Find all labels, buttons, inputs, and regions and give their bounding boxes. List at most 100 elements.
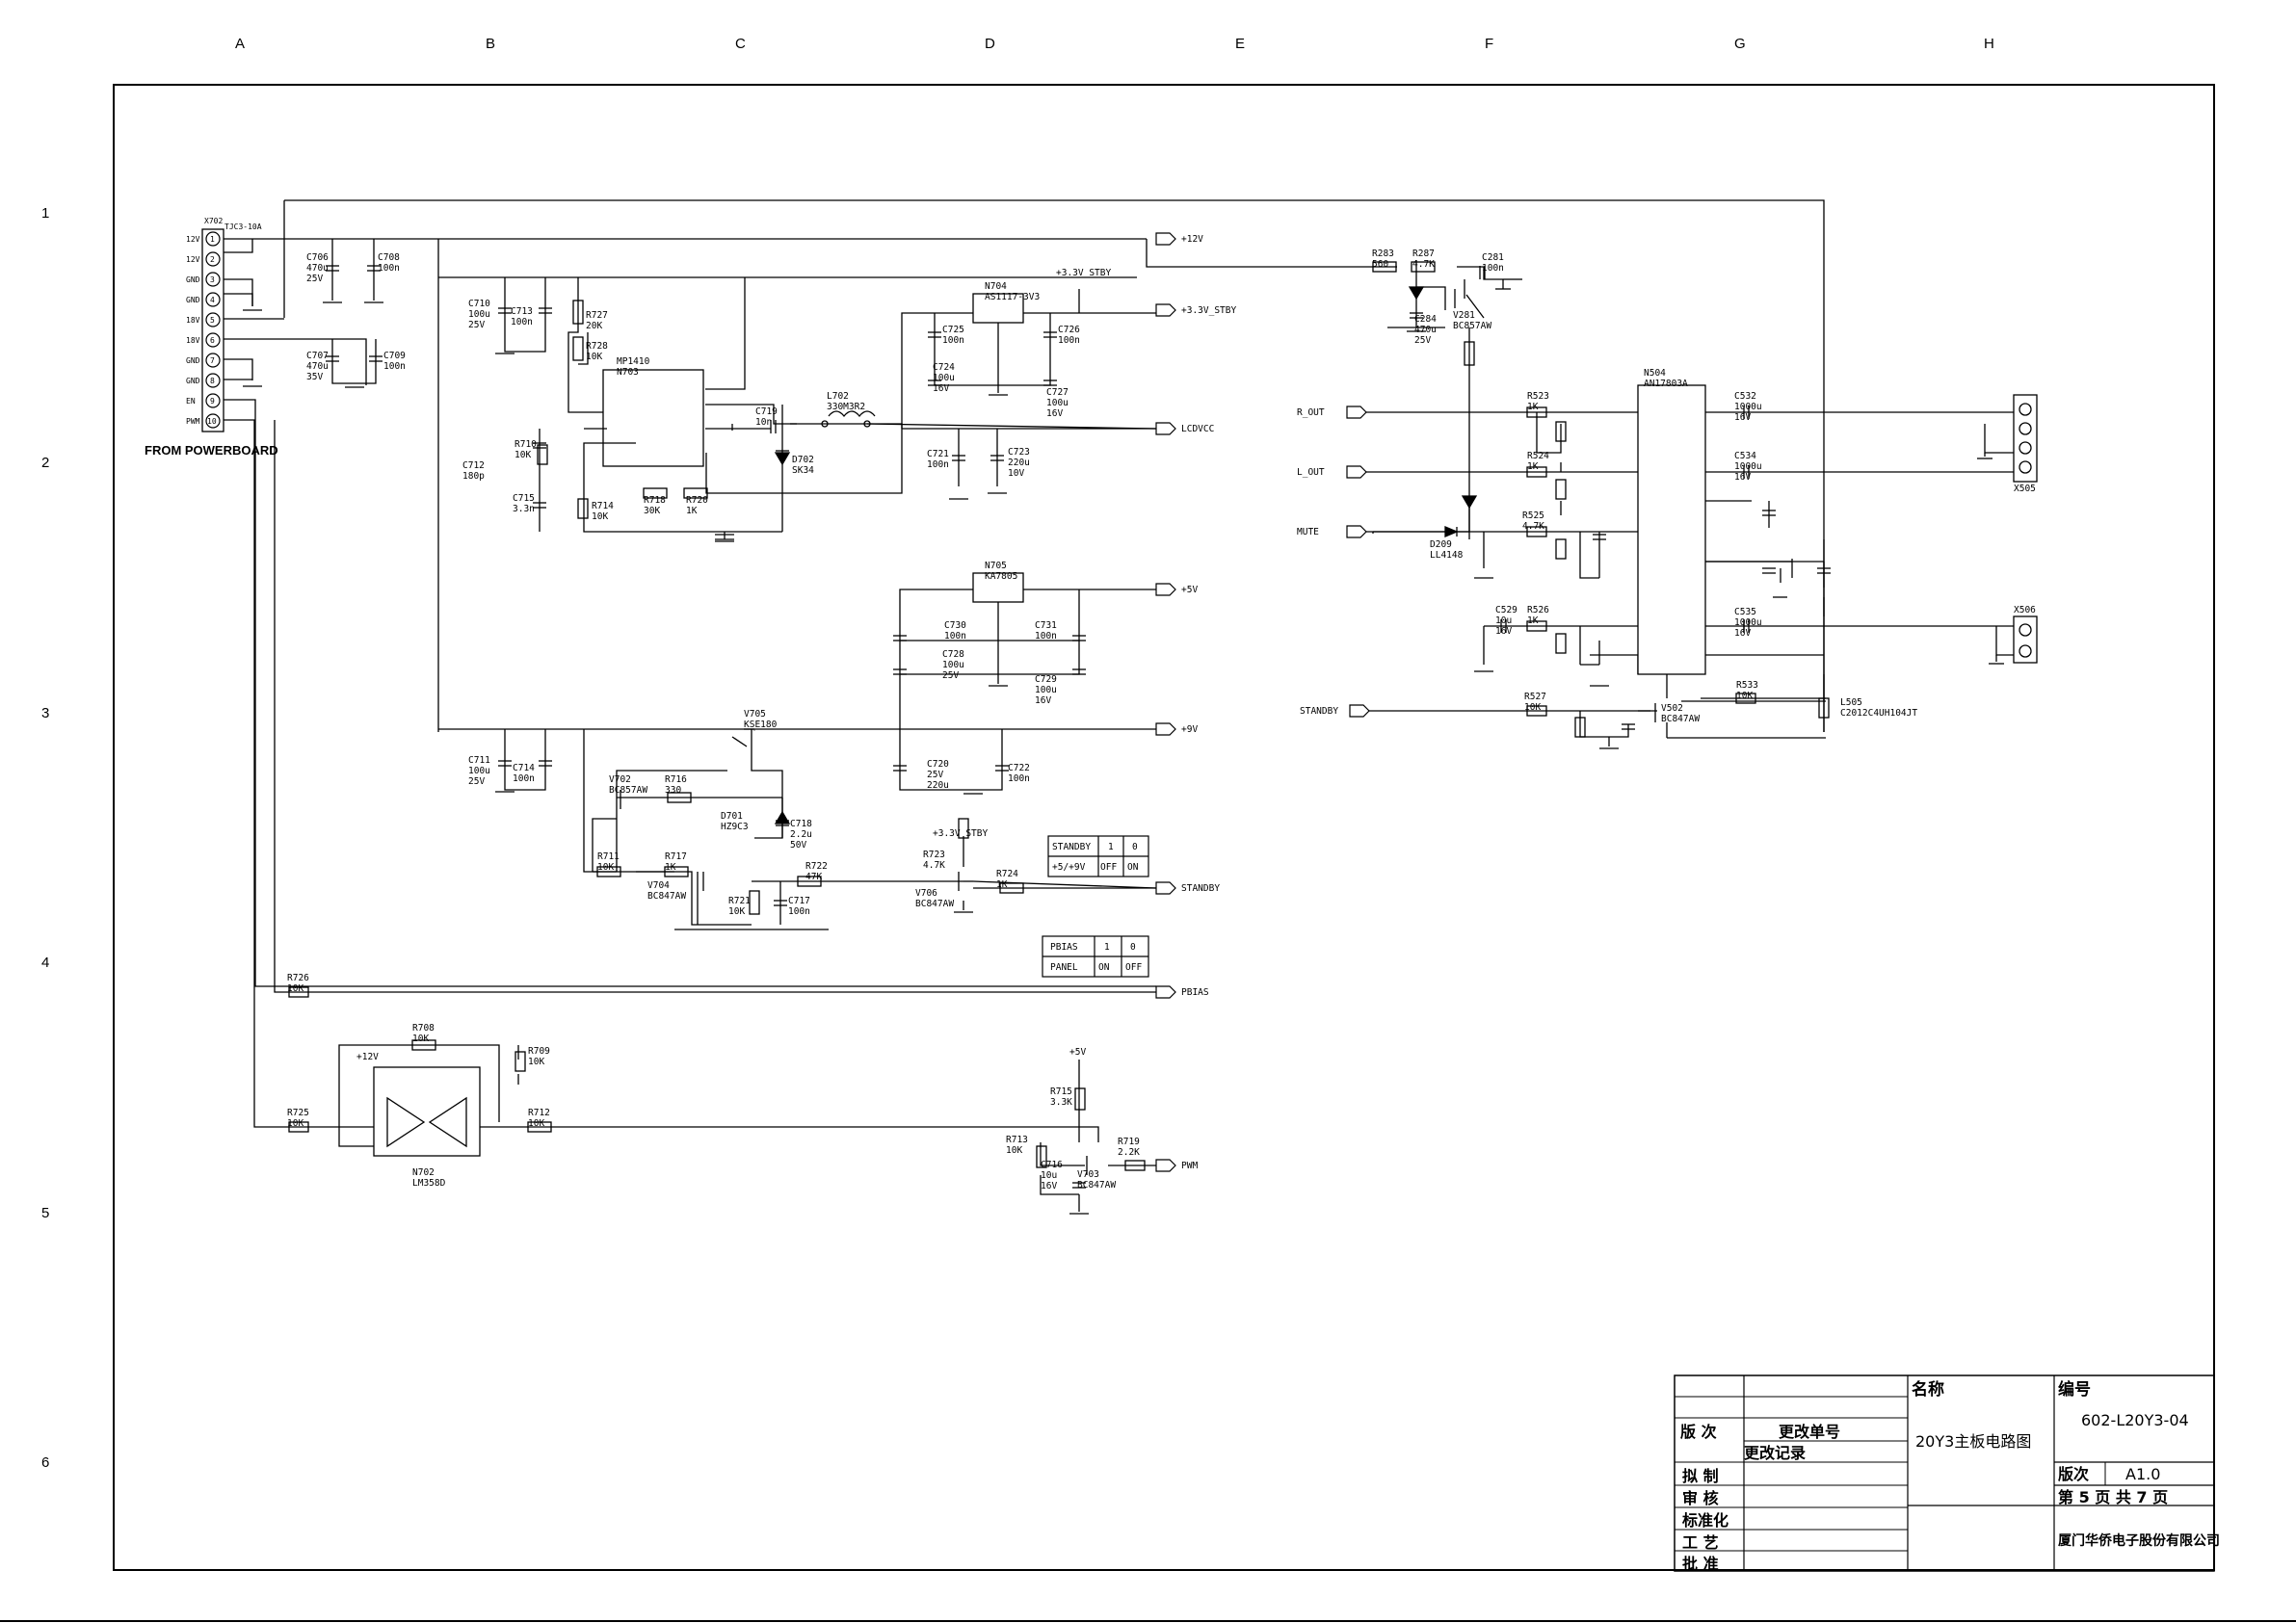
d209-label: D209 bbox=[1430, 539, 1452, 550]
r722-label: R722 bbox=[805, 861, 828, 872]
c721-label: 100n bbox=[927, 459, 949, 470]
x702-pin-number: 3 bbox=[210, 275, 215, 284]
r723-label: R723 bbox=[923, 850, 945, 860]
standby-table: STANDBY 1 0 +5/+9V OFF ON bbox=[1047, 835, 1149, 877]
r525-label: 4.7K bbox=[1522, 521, 1544, 532]
r711-label: 10K bbox=[597, 862, 614, 873]
rev-col1: 版 次 bbox=[1679, 1423, 1717, 1441]
d702-label: D702 bbox=[792, 455, 814, 465]
c706-label: 470u bbox=[306, 263, 329, 274]
standby-table-h1: 1 bbox=[1108, 842, 1114, 852]
c730-label: 100n bbox=[944, 631, 966, 641]
supply-label-v33stby: +3.3V_STBY bbox=[933, 828, 988, 839]
c714-label: C714 bbox=[513, 763, 535, 773]
net-label-mute: MUTE bbox=[1297, 527, 1319, 537]
c712-label: 180p bbox=[462, 471, 485, 482]
component-shapes bbox=[288, 261, 2038, 1189]
port-standby bbox=[1349, 704, 1370, 718]
grid-row-5: 5 bbox=[41, 1205, 49, 1221]
d209-label: LL4148 bbox=[1430, 550, 1464, 561]
x702-pin-name: PWM bbox=[186, 417, 200, 426]
standby-table-r0: +5/+9V bbox=[1052, 862, 1086, 873]
title-company: 厦门华侨电子股份有限公司 bbox=[2058, 1532, 2220, 1548]
c716-label: 16V bbox=[1041, 1181, 1057, 1191]
r287-label: 4.7K bbox=[1412, 259, 1435, 270]
c727-label: 100u bbox=[1046, 398, 1069, 408]
n504-label: N504 bbox=[1644, 368, 1666, 379]
c722-label: C722 bbox=[1008, 763, 1030, 773]
x702-pin-name: EN bbox=[186, 397, 196, 406]
c718-label: 50V bbox=[790, 840, 806, 851]
port-v9 bbox=[1155, 722, 1176, 736]
net-label-pwm: PWM bbox=[1181, 1161, 1198, 1171]
net-label-lcdvcc: LCDVCC bbox=[1181, 424, 1214, 434]
x505-label: X505 bbox=[2014, 484, 2036, 494]
port-v12 bbox=[1155, 232, 1176, 246]
title-version-label: 版次 bbox=[2057, 1465, 2089, 1483]
x702-pin-number: 5 bbox=[210, 316, 215, 325]
r728-label: R728 bbox=[586, 341, 608, 352]
x702-ref: X702 bbox=[204, 217, 223, 225]
c707-label: C707 bbox=[306, 351, 329, 361]
c535-label: 16V bbox=[1734, 628, 1751, 639]
role-process: 工 艺 bbox=[1682, 1533, 1719, 1552]
x506-label: X506 bbox=[2014, 605, 2036, 615]
c727-label: C727 bbox=[1046, 387, 1069, 398]
c722-label: 100n bbox=[1008, 773, 1030, 784]
grid-row-4: 4 bbox=[41, 955, 49, 971]
port-v5 bbox=[1155, 583, 1176, 596]
v703-label: V703 bbox=[1077, 1169, 1099, 1180]
v705-label: KSE180 bbox=[744, 720, 778, 730]
x702-pin-name: GND bbox=[186, 275, 200, 284]
x702-pin-number: 7 bbox=[210, 356, 215, 365]
c717-label: C717 bbox=[788, 896, 810, 906]
standby-table-r1: OFF bbox=[1100, 862, 1117, 873]
c725-label: 100n bbox=[942, 335, 964, 346]
net-label-v33stby: +3.3V_STBY bbox=[1181, 305, 1236, 316]
n504-label: AN17803A bbox=[1644, 379, 1688, 389]
v281-label: V281 bbox=[1453, 310, 1475, 321]
r727-label: R727 bbox=[586, 310, 608, 321]
c711-label: 25V bbox=[468, 776, 485, 787]
c529-label: 16V bbox=[1495, 626, 1512, 637]
net-label-standby: STANDBY bbox=[1181, 883, 1220, 894]
l702-label: 330M3R2 bbox=[827, 402, 865, 412]
c711-label: 100u bbox=[468, 766, 490, 776]
r715-label: R715 bbox=[1050, 1086, 1072, 1097]
c715-label: 3.3n bbox=[513, 504, 535, 514]
r710-label: R710 bbox=[515, 439, 537, 450]
n702-label: LM358D bbox=[412, 1178, 446, 1189]
x702-pin-name: 18V bbox=[186, 336, 200, 345]
v281-label: BC857AW bbox=[1453, 321, 1491, 331]
c284-label: C284 bbox=[1414, 314, 1437, 325]
c729-label: C729 bbox=[1035, 674, 1057, 685]
r533-label: R533 bbox=[1736, 680, 1758, 691]
port-standby bbox=[1155, 881, 1176, 895]
c724-label: 16V bbox=[933, 383, 949, 394]
grid-col-f: F bbox=[1485, 36, 1493, 52]
c716-label: C716 bbox=[1041, 1160, 1063, 1170]
c728-label: 25V bbox=[942, 670, 959, 681]
title-number-label: 编号 bbox=[2058, 1379, 2091, 1399]
c529-label: C529 bbox=[1495, 605, 1517, 615]
pbias-table-h1: 1 bbox=[1104, 942, 1110, 953]
grid-rows: 1 2 3 4 5 6 bbox=[41, 205, 49, 1471]
r715-label: 3.3K bbox=[1050, 1097, 1072, 1108]
r723-label: 4.7K bbox=[923, 860, 945, 871]
c708-label: C708 bbox=[378, 252, 400, 263]
c710-label: C710 bbox=[468, 299, 490, 309]
port-r_out bbox=[1346, 406, 1367, 419]
r713-label: 10K bbox=[1006, 1145, 1022, 1156]
net-label-l_out: L_OUT bbox=[1297, 467, 1325, 478]
r724-label: 1K bbox=[996, 879, 1008, 890]
x702-pin-number: 6 bbox=[210, 336, 215, 345]
r718-label: R718 bbox=[644, 495, 666, 506]
r727-label: 20K bbox=[586, 321, 602, 331]
pbias-table-r0: PANEL bbox=[1050, 962, 1078, 973]
x702-pin-number: 9 bbox=[210, 397, 215, 406]
c720-label: 220u bbox=[927, 780, 949, 791]
c284-label: 25V bbox=[1414, 335, 1431, 346]
v502-label: BC847AW bbox=[1661, 714, 1700, 724]
x702-pin-name: 12V bbox=[186, 255, 200, 264]
